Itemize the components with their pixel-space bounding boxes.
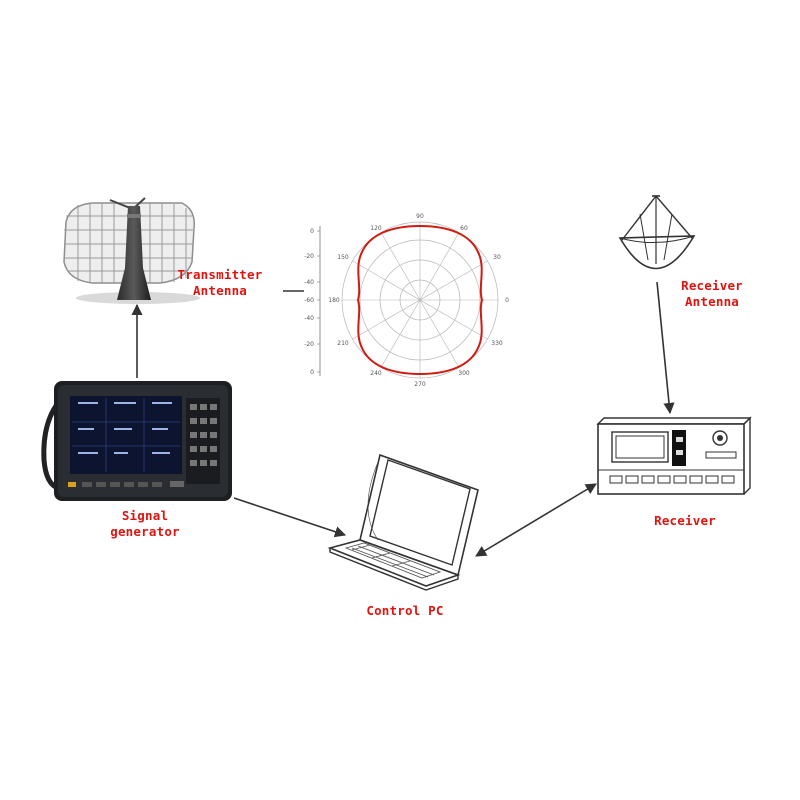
polar-spokes [342, 222, 498, 378]
radial-tick: -60 [304, 297, 314, 304]
receiver-label: Receiver [640, 513, 730, 529]
radiation-pattern-plot: 0 -20 -40 -60 -40 -20 0 90 60 30 0 330 3… [304, 213, 509, 388]
angle-tick: 60 [460, 225, 468, 232]
transmitter-label-line1: Transmitter [177, 267, 263, 282]
signal-generator-label: Signal generator [90, 508, 200, 540]
pc-receiver-arrow [475, 483, 597, 557]
angle-tick: 120 [370, 225, 382, 232]
radial-tick: -20 [304, 341, 314, 348]
angle-tick: 270 [414, 381, 426, 388]
signal-generator-icon [41, 381, 232, 501]
antenna-to-receiver-arrow [656, 281, 675, 415]
radial-tick: -40 [304, 315, 314, 322]
control-pc-icon [327, 453, 479, 591]
angle-tick: 90 [416, 213, 424, 220]
receiver-antenna-icon [618, 194, 696, 270]
transmitter-antenna-icon [63, 197, 200, 304]
radiation-pattern-curve [356, 224, 484, 376]
receiver-antenna-label: Receiver Antenna [662, 278, 762, 310]
radial-tick: 0 [310, 369, 314, 376]
angle-tick: 210 [337, 340, 349, 347]
signal-generator-label-line1: Signal [121, 508, 169, 523]
angle-tick: 330 [491, 340, 503, 347]
angle-tick: 0 [505, 297, 509, 304]
angle-tick: 240 [370, 370, 382, 377]
angle-tick: 180 [328, 297, 340, 304]
angle-tick: 300 [458, 370, 470, 377]
angle-tick: 150 [337, 254, 349, 261]
signal-generator-label-line2: generator [110, 524, 180, 539]
radial-tick: 0 [310, 228, 314, 235]
receiver-antenna-label-line1: Receiver [681, 278, 743, 293]
angle-tick: 30 [493, 254, 501, 261]
control-pc-label: Control PC [345, 603, 465, 619]
receiver-icon [596, 416, 752, 495]
receiver-label-text: Receiver [654, 513, 716, 528]
radial-tick: -40 [304, 279, 314, 286]
control-pc-label-text: Control PC [366, 603, 444, 618]
transmitter-antenna-label: Transmitter Antenna [165, 267, 275, 299]
radial-tick: -20 [304, 253, 314, 260]
transmitter-label-line2: Antenna [192, 283, 248, 298]
generator-to-pc-arrow [233, 497, 347, 538]
receiver-antenna-label-line2: Antenna [684, 294, 740, 309]
